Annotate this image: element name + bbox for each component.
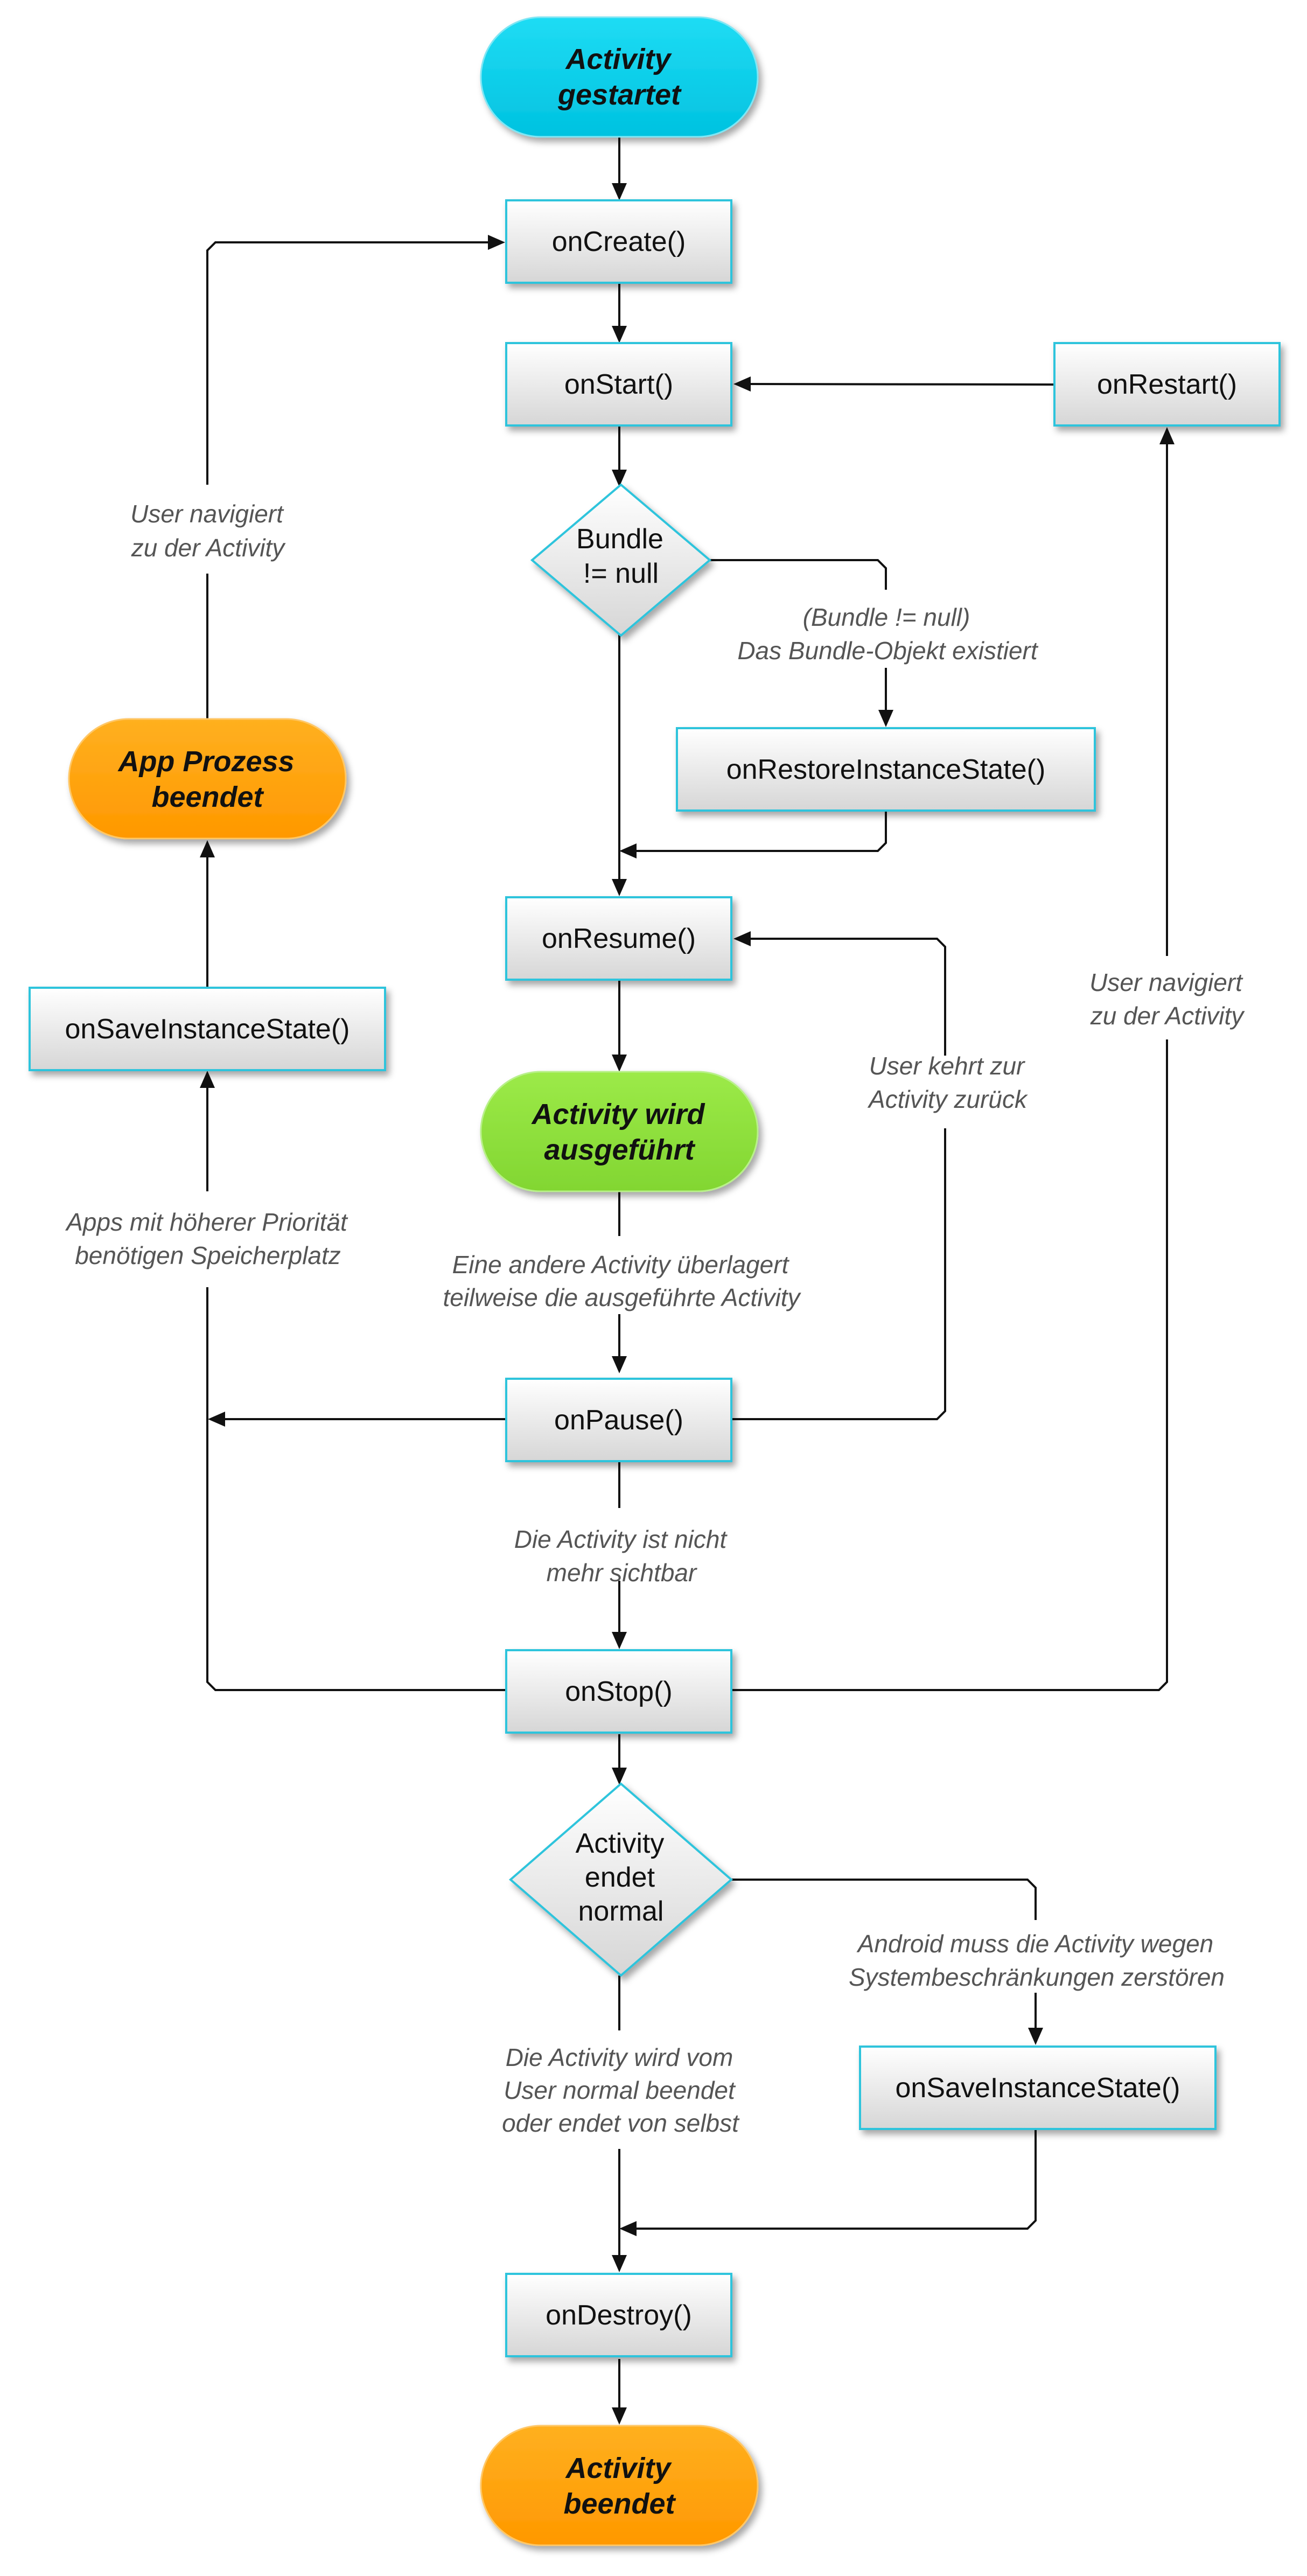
decision-bundle-check: Bundle != null — [530, 483, 712, 637]
decision-line: normal — [578, 1896, 664, 1927]
method-on-resume: onResume() — [505, 896, 732, 981]
label-line: Android muss die Activity wegen — [856, 1930, 1214, 1958]
svg-text:Eine andere Activity überlager: Eine andere Activity überlagert teilweis… — [443, 1251, 801, 1311]
svg-text:User kehrt zur Activity: User kehrt zur Activity zurück — [867, 1052, 1028, 1113]
method-label: onRestoreInstanceState() — [726, 754, 1046, 785]
method-label: onCreate() — [552, 226, 686, 257]
svg-text:Activity gestartet: Activity gestartet — [557, 43, 682, 111]
method-on-save-instance-state-left: onSaveInstanceState() — [29, 987, 386, 1071]
method-on-save-instance-state-bottom: onSaveInstanceState() — [859, 2046, 1217, 2130]
decision-line: Bundle — [576, 523, 663, 555]
method-on-restart: onRestart() — [1053, 342, 1281, 427]
label-activity-ended-by-user: Die Activity wird vom User normal beende… — [502, 2043, 740, 2137]
terminal-app-process-ended: App Prozess beendet — [68, 718, 347, 840]
label-line: Das Bundle-Objekt existiert — [737, 637, 1039, 665]
label-line: zu der Activity — [131, 534, 286, 562]
decision-line: endet — [585, 1862, 655, 1893]
svg-text:User navigiert zu der Ac: User navigiert zu der Activity — [130, 500, 286, 562]
svg-text:Die Activity wird vom Us: Die Activity wird vom User normal beende… — [502, 2043, 740, 2137]
label-user-navigates-right: User navigiert zu der Activity — [1089, 968, 1245, 1030]
label-line: User navigiert — [1089, 968, 1243, 996]
method-label: onSaveInstanceState() — [896, 2072, 1180, 2104]
label-user-returns: User kehrt zur Activity zurück — [867, 1052, 1028, 1113]
label-line: (Bundle != null) — [803, 603, 970, 631]
terminal-line: gestartet — [557, 79, 682, 111]
method-label: onSaveInstanceState() — [65, 1014, 350, 1045]
terminal-activity-started: Activity gestartet — [480, 16, 759, 138]
svg-text:Activity endet nor: Activity endet normal — [576, 1828, 667, 1927]
svg-text:(Bundle != null) Das Bun: (Bundle != null) Das Bundle-Objekt exist… — [737, 603, 1039, 665]
method-label: onResume() — [542, 923, 696, 954]
label-activity-not-visible: Die Activity ist nicht mehr sichtbar — [514, 1525, 729, 1587]
method-label: onStart() — [564, 369, 673, 400]
label-line: User navigiert — [130, 500, 284, 528]
terminal-line: Activity — [564, 43, 672, 75]
terminal-activity-running: Activity wird ausgeführt — [480, 1071, 759, 1192]
label-line: Die Activity wird vom — [506, 2043, 733, 2071]
svg-text:Activity wird ausgeführt: Activity wird ausgeführt — [530, 1098, 707, 1166]
label-line: oder endet von selbst — [502, 2109, 740, 2137]
method-label: onDestroy() — [546, 2300, 692, 2331]
method-label: onStop() — [565, 1676, 672, 1707]
method-label: onPause() — [554, 1405, 683, 1436]
method-on-create: onCreate() — [505, 199, 732, 284]
label-user-navigates-left: User navigiert zu der Activity — [130, 500, 286, 562]
label-line: mehr sichtbar — [547, 1559, 697, 1587]
label-line: zu der Activity — [1090, 1002, 1246, 1030]
method-on-stop: onStop() — [505, 1649, 732, 1734]
decision-line: != null — [583, 558, 659, 589]
terminal-line: Activity wird — [530, 1098, 705, 1130]
svg-text:Android muss die Activity wege: Android muss die Activity wegen Systembe… — [849, 1930, 1225, 1991]
method-label: onRestart() — [1097, 369, 1237, 400]
label-line: benötigen Speicherplatz — [75, 1241, 341, 1269]
label-android-must-destroy: Android muss die Activity wegen Systembe… — [849, 1930, 1225, 1991]
label-line: Eine andere Activity überlagert — [452, 1251, 790, 1279]
label-line: Die Activity ist nicht — [514, 1525, 728, 1553]
decision-activity-ends-normally: Activity endet normal — [508, 1782, 733, 1977]
label-other-activity-overlays: Eine andere Activity überlagert teilweis… — [443, 1251, 801, 1311]
svg-text:Activity beendet: Activity beendet — [563, 2452, 676, 2520]
terminal-line: App Prozess — [117, 745, 294, 778]
label-line: User normal beendet — [504, 2076, 736, 2104]
connectors — [200, 137, 1175, 2425]
svg-text:Bundle != null: Bundle != null — [576, 523, 666, 589]
svg-text:Apps mit höherer Priorität: Apps mit höherer Priorität benötigen Spe… — [65, 1208, 350, 1269]
svg-text:Die Activity ist nicht m: Die Activity ist nicht mehr sichtbar — [514, 1525, 729, 1587]
terminal-line: ausgeführt — [544, 1134, 695, 1166]
svg-text:User navigiert zu der Ac: User navigiert zu der Activity — [1089, 968, 1245, 1030]
svg-text:App Prozess beendet: App Prozess beendet — [117, 745, 296, 813]
terminal-line: Activity — [564, 2452, 672, 2484]
decision-line: Activity — [576, 1828, 665, 1859]
label-line: Activity zurück — [867, 1085, 1028, 1113]
method-on-pause: onPause() — [505, 1378, 732, 1462]
label-line: teilweise die ausgeführte Activity — [443, 1283, 801, 1311]
label-higher-priority-apps: Apps mit höherer Priorität benötigen Spe… — [65, 1208, 350, 1269]
label-line: Apps mit höherer Priorität — [65, 1208, 348, 1236]
method-on-restore-instance-state: onRestoreInstanceState() — [676, 727, 1096, 812]
method-on-destroy: onDestroy() — [505, 2273, 732, 2357]
terminal-line: beendet — [563, 2488, 676, 2520]
label-bundle-exists: (Bundle != null) Das Bundle-Objekt exist… — [737, 603, 1039, 665]
terminal-activity-ended: Activity beendet — [480, 2425, 759, 2546]
label-line: Systembeschränkungen zerstören — [849, 1963, 1225, 1991]
terminal-line: beendet — [151, 781, 264, 813]
label-line: User kehrt zur — [869, 1052, 1026, 1080]
method-on-start: onStart() — [505, 342, 732, 427]
